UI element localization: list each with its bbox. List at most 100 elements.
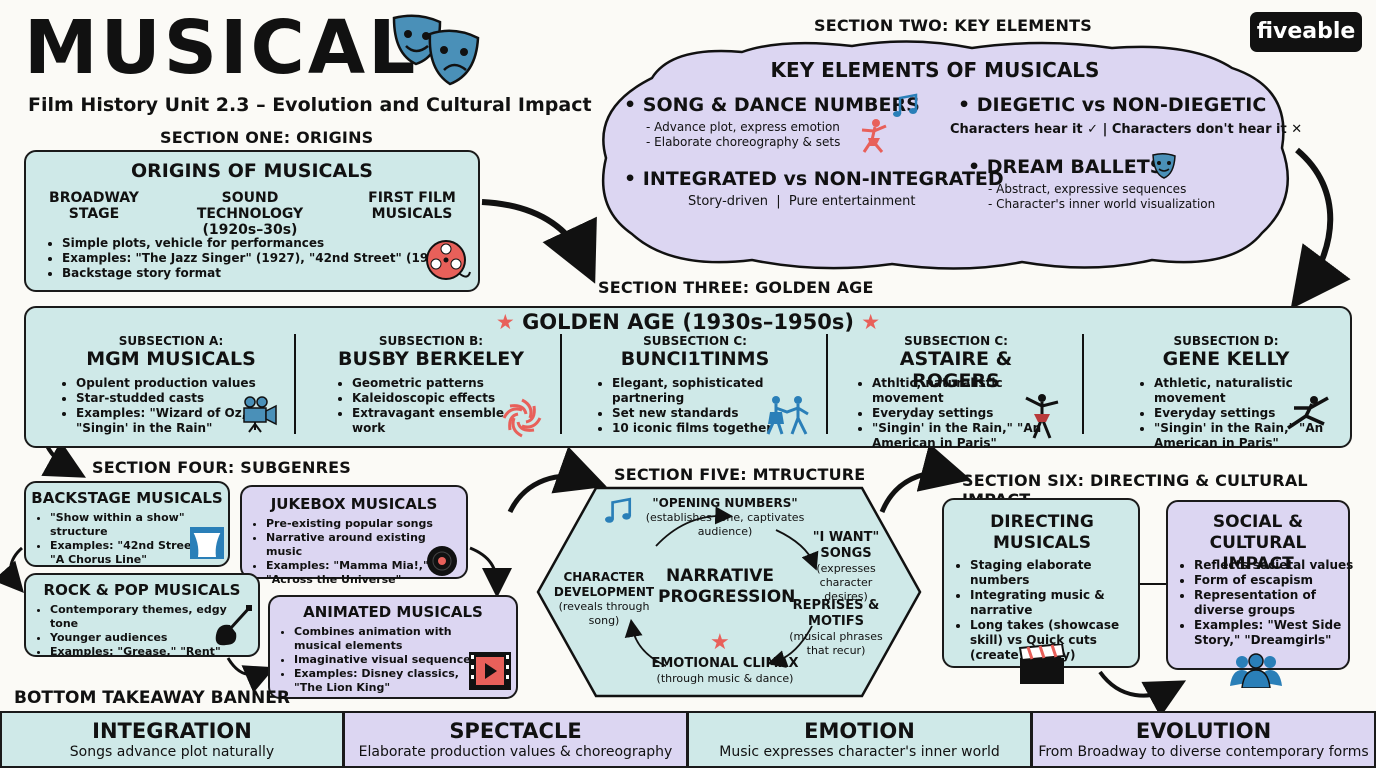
- integrated-desc: Story-driven | Pure entertainment: [688, 194, 916, 209]
- rock-pop-bullet: Contemporary themes, edgy tone: [50, 603, 234, 631]
- subsection-astaire: SUBSECTION C: ASTAIRE & ROGERS: [856, 334, 1056, 392]
- rock-pop-bullet: Younger audiences: [50, 631, 234, 645]
- subsection-b: SUBSECTION B: BUSBY BERKELEY: [336, 334, 526, 370]
- song-dance-bullet: - Elaborate choreography & sets: [646, 135, 841, 149]
- directing-title: DIRECTING MUSICALS: [990, 512, 1094, 553]
- jukebox-title: JUKEBOX MUSICALS: [270, 495, 438, 513]
- subsection-bullet: Examples: "Wizard of Oz," "Singin' in th…: [76, 406, 268, 436]
- dream-title-text: DREAM BALLETS: [986, 156, 1164, 178]
- rock-pop-box: ROCK & POP MUSICALS Contemporary themes,…: [24, 573, 260, 659]
- play-film-icon: [469, 652, 511, 690]
- divider: [560, 334, 562, 434]
- star-icon: ★: [710, 630, 730, 655]
- section-three-label: SECTION THREE: GOLDEN AGE: [598, 278, 874, 297]
- integrated-left: Story-driven: [688, 194, 768, 209]
- subtitle: Film History Unit 2.3 – Evolution and Cu…: [28, 94, 592, 116]
- character-development: CHARACTER DEVELOPMENT (reveals through s…: [552, 570, 656, 628]
- banner-desc: Music expresses character's inner world: [719, 744, 1000, 760]
- dancing-couple-icon: [766, 396, 809, 435]
- directing-box: DIRECTING MUSICALS Staging elaborate num…: [942, 498, 1140, 668]
- banner-title: EVOLUTION: [1135, 719, 1272, 743]
- subsection-label: SUBSECTION B:: [378, 334, 484, 348]
- jukebox-bullet: Pre-existing popular songs: [266, 517, 462, 531]
- subsection-bullet: 10 iconic films together: [612, 421, 832, 436]
- jukebox-box: JUKEBOX MUSICALS Pre-existing popular so…: [240, 485, 468, 586]
- subsection-label: SUBSECTION A:: [118, 334, 224, 348]
- arrow-origins-to-golden: [481, 199, 597, 284]
- vinyl-record-icon: [427, 546, 457, 576]
- theater-masks-icon: [392, 14, 480, 86]
- divider: [826, 334, 828, 434]
- subsection-title: BUSBY BERKELEY: [337, 348, 525, 370]
- cloud-title: KEY ELEMENTS OF MUSICALS: [770, 58, 1100, 82]
- reprises-motifs: REPRISES & MOTIFS (musical phrases that …: [786, 598, 886, 658]
- rock-pop-title: ROCK & POP MUSICALS: [43, 581, 241, 599]
- subsection-bullet: Opulent production values: [76, 376, 268, 391]
- dancer-icon: [861, 119, 887, 153]
- social-bullet: Reflects societal values: [1194, 558, 1354, 573]
- dream-bullet-text: Character's inner world visualization: [996, 197, 1216, 211]
- subsection-bullet: "Singin' in the Rain," "An American in P…: [1154, 421, 1359, 451]
- subsection-bullet: Geometric patterns: [352, 376, 522, 391]
- origins-bullet: Backstage story format: [62, 266, 462, 281]
- subsection-bullet: Elegant, sophisticated partnering: [612, 376, 832, 406]
- banner-emotion: EMOTION Music expresses character's inne…: [687, 711, 1032, 768]
- directing-bullet: Staging elaborate numbers: [970, 558, 1146, 588]
- jukebox-bullet: Narrative around existing music: [266, 531, 462, 559]
- climax-desc: (through music & dance): [656, 672, 794, 685]
- film-reel-icon: [426, 240, 471, 280]
- backstage-title: BACKSTAGE MUSICALS: [31, 489, 223, 507]
- dream-bullets: - Abstract, expressive sequences - Chara…: [988, 182, 1215, 212]
- social-impact-bullets: Reflects societal values Form of escapis…: [1178, 558, 1354, 648]
- animated-bullet: Imaginative visual sequences: [294, 653, 480, 667]
- backstage-bullets: "Show within a show" structure Examples:…: [34, 511, 210, 567]
- iwant-desc: (expresses character desires): [816, 562, 876, 603]
- directing-bullet: Integrating music & narrative: [970, 588, 1146, 618]
- subsection-title: ASTAIRE & ROGERS: [899, 348, 1013, 392]
- social-bullet: Form of escapism: [1194, 573, 1354, 588]
- divider: [294, 334, 296, 434]
- character-title: CHARACTER DEVELOPMENT: [553, 570, 655, 599]
- subsection-bullet: Everyday settings: [1154, 406, 1359, 421]
- film-camera-icon: [243, 396, 277, 433]
- arrow-rock-to-animated: [226, 657, 276, 693]
- origins-bullet: Simple plots, vehicle for performances: [62, 236, 462, 251]
- people-group-icon: [1230, 653, 1282, 688]
- origins-box: ORIGINS OF MUSICALS BROADWAY STAGE SOUND…: [24, 150, 480, 292]
- social-bullet: Examples: "West Side Story," "Dreamgirls…: [1194, 618, 1354, 648]
- arrow-backstage-to-rock: [0, 546, 24, 593]
- music-notes-icon: [605, 497, 632, 523]
- emotional-climax: EMOTIONAL CLIMAX (through music & dance): [640, 656, 810, 686]
- fiveable-logo[interactable]: fiveable: [1250, 12, 1362, 52]
- opening-title: "OPENING NUMBERS": [652, 496, 798, 510]
- ballet-dancer-icon: [1025, 394, 1059, 439]
- subsection-title: GENE KELLY: [1162, 348, 1290, 370]
- key-elements-cloud: [601, 40, 1290, 270]
- diegetic-desc: Characters hear it ✓ | Characters don't …: [950, 122, 1303, 137]
- dream-title: • DREAM BALLETS: [968, 156, 1164, 178]
- animated-bullet: Combines animation with musical elements: [294, 625, 480, 653]
- song-dance-bullets: - Advance plot, express emotion - Elabor…: [646, 120, 840, 150]
- subsection-d-bullets: Athletic, naturalistic movement Everyday…: [1138, 376, 1359, 451]
- subsection-bullet: Kaleidoscopic effects: [352, 391, 522, 406]
- subsection-label: SUBSECTION D:: [1173, 334, 1279, 348]
- section-one-label: SECTION ONE: ORIGINS: [160, 128, 374, 147]
- iwant-title: "I WANT" SONGS: [812, 530, 880, 561]
- song-dance-bullet-text: Elaborate choreography & sets: [654, 135, 841, 149]
- subsection-bullet: Everyday settings: [872, 406, 1077, 421]
- kaleidoscope-icon: [502, 398, 542, 438]
- diegetic-title: • DIEGETIC vs NON-DIEGETIC: [958, 94, 1267, 116]
- rock-pop-bullets: Contemporary themes, edgy tone Younger a…: [34, 603, 234, 659]
- divider: [1082, 334, 1084, 434]
- diegetic-right: Characters don't hear it ✕: [1111, 122, 1303, 137]
- banner-desc: Songs advance plot naturally: [69, 744, 275, 760]
- banner-integration: INTEGRATION Songs advance plot naturally: [0, 711, 344, 768]
- clapperboard-icon: [1018, 644, 1066, 684]
- backstage-bullet: Examples: "42nd Street," "A Chorus Line": [50, 539, 210, 567]
- character-desc: (reveals through song): [558, 600, 650, 627]
- banner-label: BOTTOM TAKEAWAY BANNER: [14, 688, 290, 708]
- music-note-icon: [893, 93, 918, 117]
- social-impact-title: SOCIAL & CULTURAL IMPACT: [1209, 512, 1307, 574]
- song-dance-title: • SONG & DANCE NUMBERS: [624, 94, 920, 116]
- song-dance-bullet-text: Advance plot, express emotion: [654, 120, 840, 134]
